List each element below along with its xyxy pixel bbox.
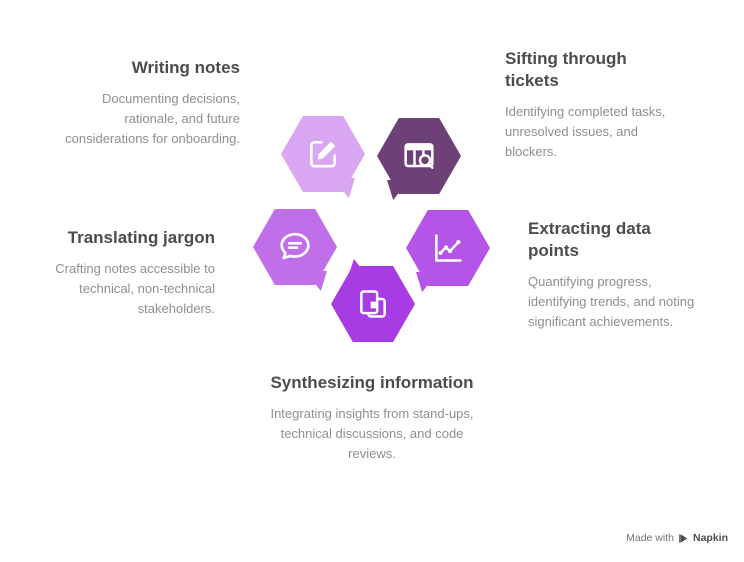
watermark-prefix: Made with bbox=[626, 532, 674, 544]
synthesizing-description: Integrating insights from stand-ups, tec… bbox=[270, 406, 474, 462]
watermark-brand: Napkin bbox=[692, 532, 728, 544]
synthesizing-label: Synthesizing information Integrating ins… bbox=[258, 372, 486, 465]
writing-notes-label: Writing notes Documenting decisions, rat… bbox=[65, 57, 240, 150]
sifting-tickets-title: Sifting through tickets bbox=[505, 49, 627, 91]
extracting-data-description: Quantifying progress, identifying trends… bbox=[528, 274, 695, 330]
napkin-logo-icon bbox=[679, 533, 688, 543]
sifting-tickets-hexagon bbox=[377, 118, 461, 200]
trend-chart-icon bbox=[435, 234, 462, 262]
merge-pieces-icon bbox=[360, 290, 386, 318]
extracting-data-title: Extracting data points bbox=[528, 219, 651, 261]
pencil-note-icon bbox=[310, 141, 336, 168]
writing-notes-description: Documenting decisions, rationale, and fu… bbox=[65, 91, 240, 147]
sifting-tickets-label: Sifting through tickets Identifying comp… bbox=[505, 48, 670, 163]
table-search-icon bbox=[404, 143, 434, 169]
translating-jargon-label: Translating jargon Crafting notes access… bbox=[45, 227, 215, 320]
extracting-data-hexagon bbox=[406, 210, 490, 292]
translating-jargon-description: Crafting notes accessible to technical, … bbox=[55, 261, 215, 317]
writing-notes-hexagon bbox=[281, 116, 365, 198]
speech-bubble-icon bbox=[280, 232, 310, 260]
extracting-data-label: Extracting data points Quantifying progr… bbox=[528, 218, 700, 333]
translating-jargon-title: Translating jargon bbox=[67, 228, 215, 247]
watermark: Made with Napkin bbox=[626, 532, 728, 544]
translating-jargon-hexagon bbox=[253, 209, 337, 291]
synthesizing-title: Synthesizing information bbox=[270, 373, 474, 392]
writing-notes-title: Writing notes bbox=[131, 58, 240, 77]
synthesizing-hexagon bbox=[331, 259, 415, 342]
sifting-tickets-description: Identifying completed tasks, unresolved … bbox=[505, 104, 666, 160]
